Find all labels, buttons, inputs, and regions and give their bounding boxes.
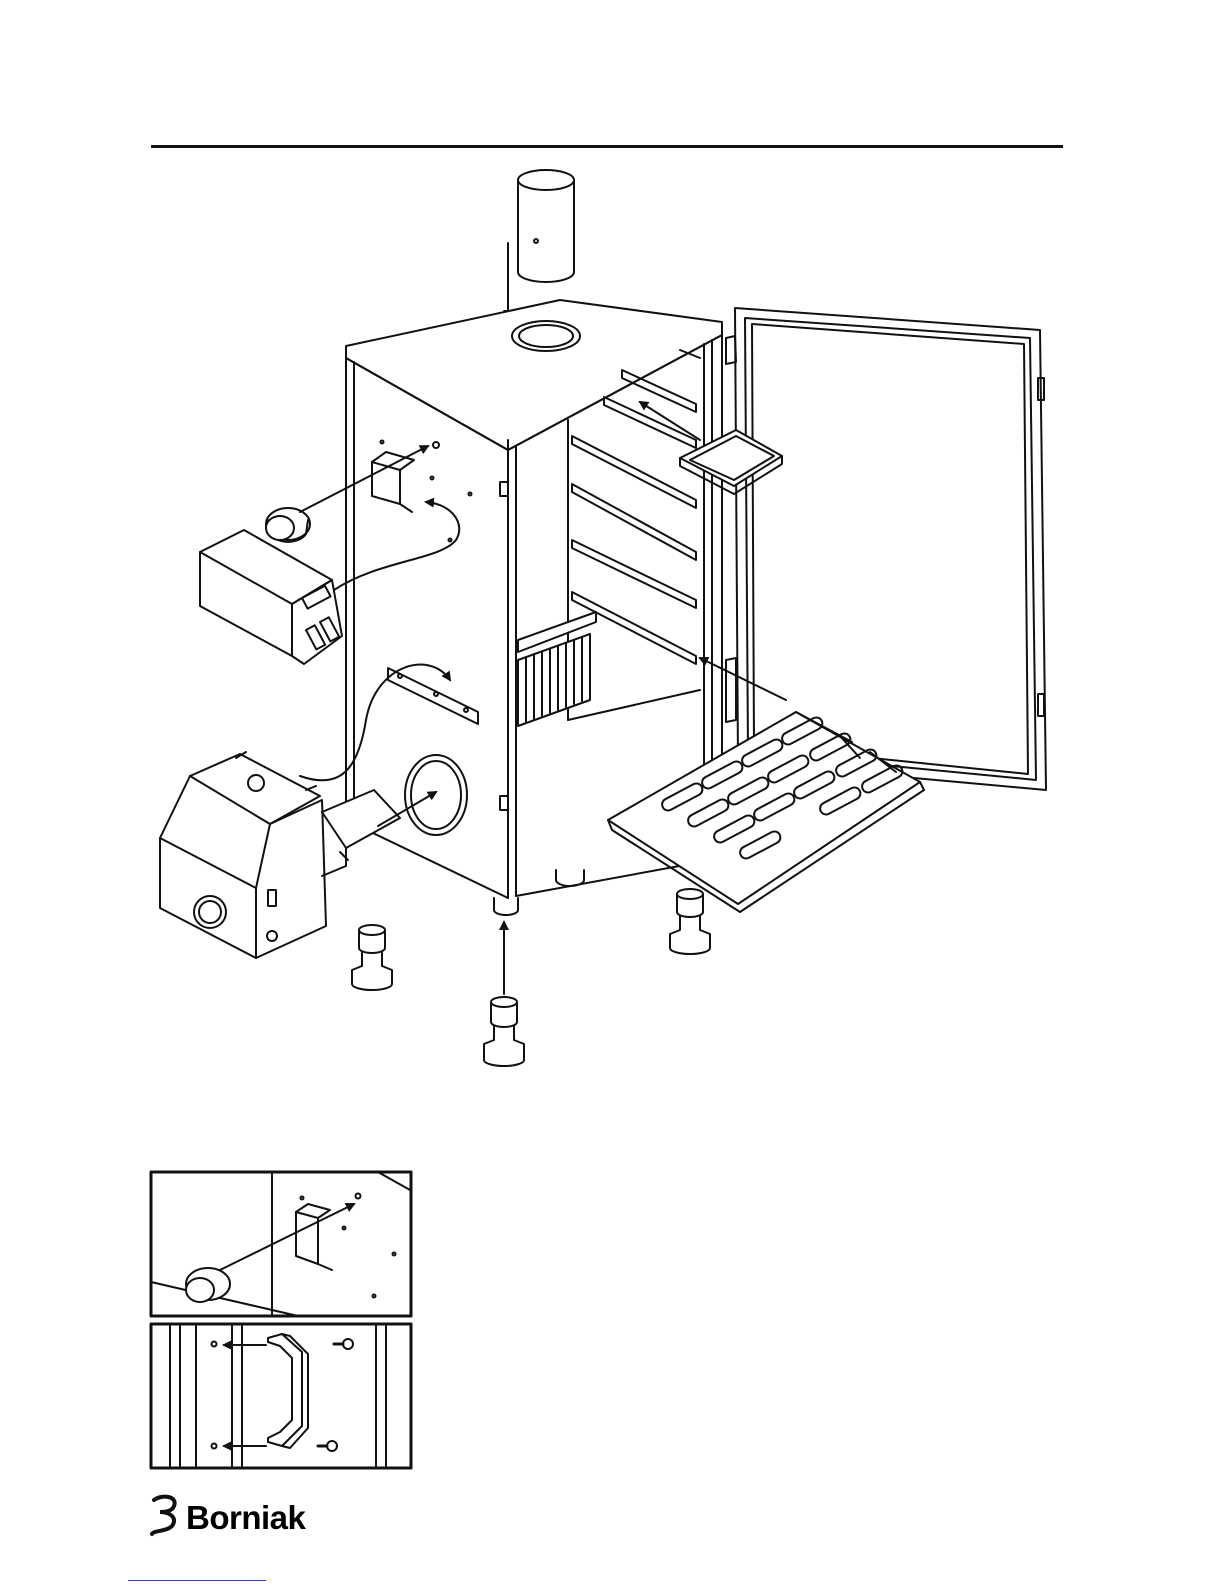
detail-panels	[148, 1168, 414, 1472]
controller-box	[200, 530, 342, 664]
smoker-door	[726, 308, 1046, 790]
footer-rule	[128, 1580, 266, 1581]
knob	[266, 508, 310, 542]
brand-name: Borniak	[186, 1499, 305, 1537]
foot-left	[352, 925, 392, 990]
knob-arrow	[300, 446, 428, 512]
screw-top	[334, 1339, 353, 1349]
brand-logo-icon	[148, 1492, 188, 1538]
foot-center	[484, 997, 524, 1066]
screw-bottom	[318, 1441, 337, 1451]
foot-right	[670, 889, 710, 954]
controller-cable	[334, 502, 459, 590]
tray-arrow	[640, 402, 700, 440]
chimney-pipe	[518, 170, 574, 282]
detail-control-bracket	[151, 1172, 411, 1316]
detail-door-handle	[151, 1324, 411, 1468]
smoker-assembly-diagram	[0, 0, 1225, 1110]
